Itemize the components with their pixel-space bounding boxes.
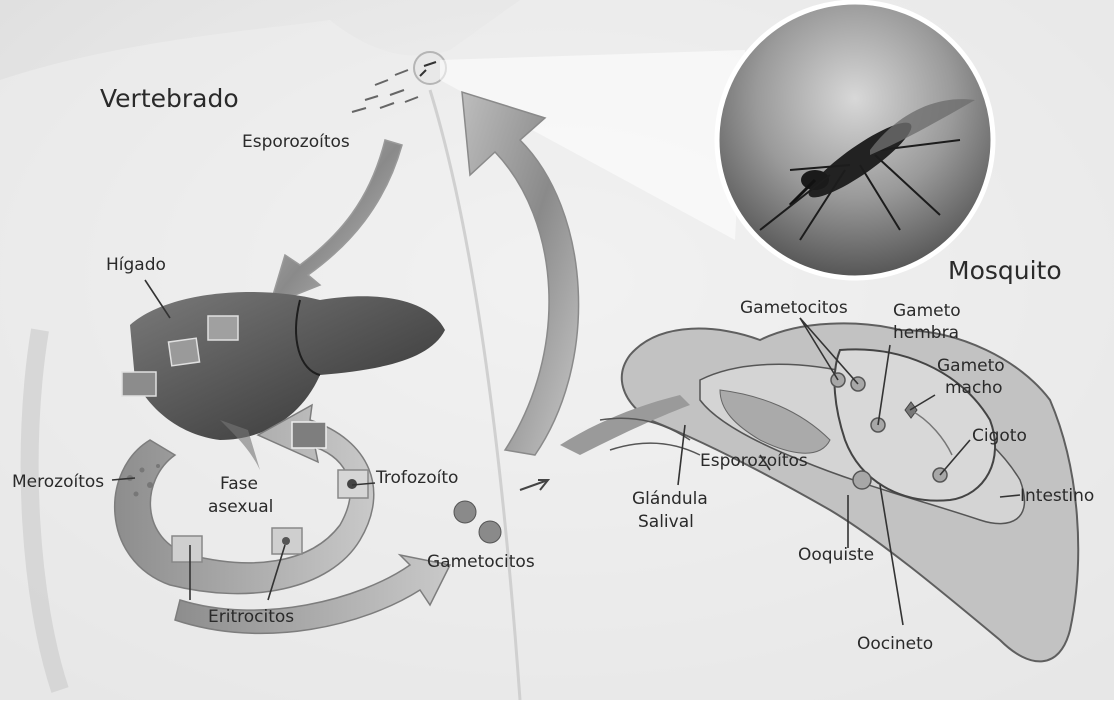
label-salivary-line1: Glándula (632, 489, 708, 509)
label-gametocytes-mosquito: Gametocitos (740, 298, 848, 318)
erythrocyte-icon (172, 536, 202, 562)
label-gametocytes-vertebrate: Gametocitos (427, 552, 535, 572)
section-title-vertebrate: Vertebrado (100, 84, 239, 113)
gametocyte-cell-icon (479, 521, 501, 543)
gametocyte-cell-icon (454, 501, 476, 523)
section-title-mosquito: Mosquito (948, 256, 1062, 285)
cell-cluster-icon (292, 422, 326, 448)
label-male-gamete-line1: Gameto (937, 356, 1005, 376)
label-merozoites: Merozoítos (12, 472, 104, 492)
label-liver: Hígado (106, 255, 166, 275)
label-male-gamete-line2: macho (945, 378, 1003, 398)
label-oocyst: Ooquiste (798, 545, 874, 565)
liver-cell-icon (168, 338, 199, 366)
label-female-gamete-line2: hembra (893, 323, 959, 343)
label-phase-line1: Fase (220, 474, 258, 494)
label-zygote: Cigoto (972, 426, 1027, 446)
liver-cell-icon (122, 372, 156, 396)
label-salivary-line2: Salival (638, 512, 694, 532)
liver-cell-icon (208, 316, 238, 340)
label-sporozoites-vertebrate: Esporozoítos (242, 132, 350, 152)
label-female-gamete-line1: Gameto (893, 301, 961, 321)
label-phase-line2: asexual (208, 497, 273, 517)
mosquito-magnifier (717, 2, 993, 278)
oocyst-icon (853, 471, 871, 489)
label-erythrocytes: Eritrocitos (208, 607, 294, 627)
label-sporozoites-mosquito: Esporozoítos (700, 451, 808, 471)
label-intestine: Intestino (1020, 486, 1094, 506)
label-trophozoite: Trofozoíto (375, 468, 458, 488)
label-ookinete: Oocineto (857, 634, 933, 654)
